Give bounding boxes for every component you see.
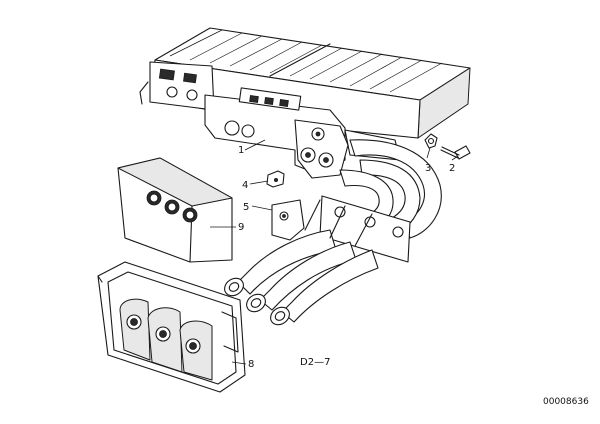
clip-part	[424, 133, 438, 149]
cover-housing	[97, 261, 246, 393]
heater-core	[139, 27, 471, 179]
callout-8: 8	[248, 359, 254, 370]
callout-4: 4	[242, 180, 248, 191]
seal-part	[266, 170, 285, 188]
callout-2: 2	[449, 163, 455, 174]
callout-3: 3	[425, 163, 431, 174]
reference-code: D2—7	[300, 357, 330, 368]
screw-part	[440, 145, 471, 160]
callout-5: 5	[243, 202, 249, 213]
callout-9: 9	[238, 222, 244, 233]
insulation-gasket	[117, 157, 233, 263]
pipe-assembly	[224, 129, 442, 326]
leader-lines	[210, 139, 459, 365]
catalog-number: 00008636	[543, 397, 589, 407]
callout-1: 1	[238, 145, 244, 156]
